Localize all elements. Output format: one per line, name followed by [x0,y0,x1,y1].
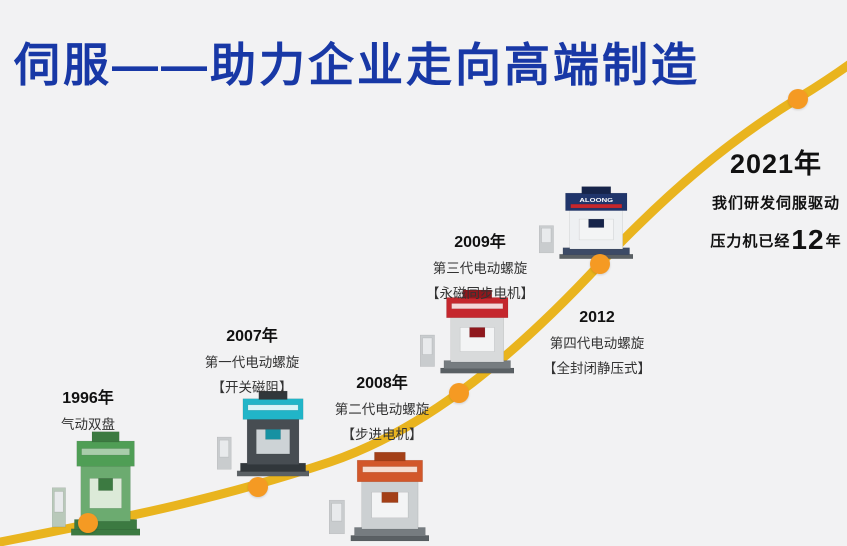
milestone-desc: 气动双盘 [61,417,115,432]
press-machine-2009-illustration [420,289,514,374]
milestone-desc: 我们研发伺服驱动 [711,195,840,212]
milestone-year: 2008年 [356,375,408,392]
press-machine-2007-illustration [217,390,309,477]
milestone-year: 1996年 [62,390,114,407]
desc-prefix: 压力机已经 [710,233,791,250]
milestone-desc: 第一代电动螺旋 [204,355,300,370]
milestone-year: 2009年 [454,234,506,251]
milestone-desc: 第四代电动螺旋 [549,336,645,351]
milestone-2009: 2009年 第三代电动螺旋 【永磁同步电机】 [414,228,546,302]
timeline-dot-2012 [590,254,610,274]
milestone-2007: 2007年 第一代电动螺旋 【开关磁阻】 [192,322,312,396]
milestone-2012: 2012 第四代电动螺旋 【全封闭静压式】 [532,309,662,377]
machine-brand-label: ALOONG [579,198,613,204]
timeline-dot-2008 [449,383,469,403]
desc-suffix: 年 [825,233,842,250]
milestone-desc: 【永磁同步电机】 [426,286,534,301]
milestone-desc: 压力机已经12年 [706,224,846,256]
press-machine-2008-illustration [329,451,429,542]
milestone-desc: 【步进电机】 [341,427,423,442]
milestone-year: 2021年 [729,149,823,179]
milestone-2008: 2008年 第二代电动螺旋 【步进电机】 [322,369,442,443]
milestone-1996: 1996年 气动双盘 [38,384,138,433]
milestone-year: 2012 [579,309,615,326]
years-count: 12 [791,224,825,255]
timeline-dot-2007 [248,477,268,497]
press-machine-2012-illustration: ALOONG [539,186,633,259]
press-machine-1996-illustration [52,431,140,536]
milestone-desc: 第二代电动螺旋 [334,402,430,417]
milestone-2021: 2021年 我们研发伺服驱动 压力机已经12年 [706,142,846,256]
timeline-dot-2021 [788,89,808,109]
milestone-year: 2007年 [226,328,278,345]
timeline-dot-1996 [78,513,98,533]
milestone-desc: 第三代电动螺旋 [432,261,528,276]
page-title: 伺服——助力企业走向高端制造 [14,39,700,91]
milestone-desc: 【全封闭静压式】 [543,361,651,376]
milestone-desc: 【开关磁阻】 [211,380,293,395]
